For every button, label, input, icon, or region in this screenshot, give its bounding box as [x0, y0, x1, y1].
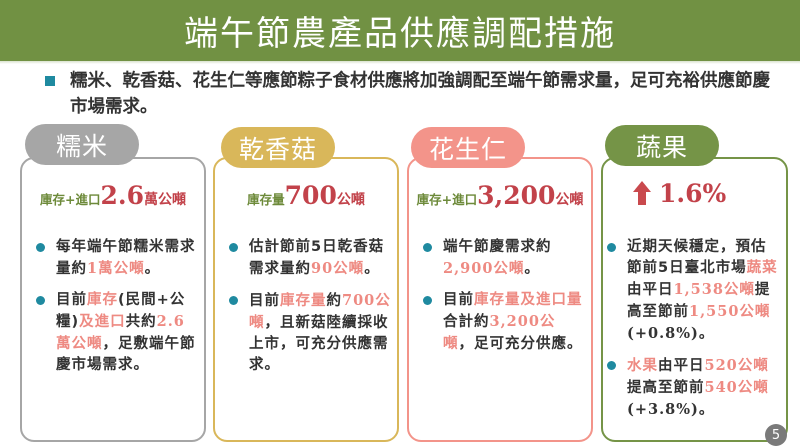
- bullet-item: 水果由平日520公噸提高至節前540公噸 (+3.8%)。: [605, 355, 780, 421]
- highlight-text: 庫存量: [280, 293, 327, 309]
- bullet-text: ，足可充分供應。: [458, 336, 583, 352]
- bullet-text: 。: [698, 326, 715, 342]
- highlight-text: 蔬菜: [746, 260, 778, 276]
- card-headline: 庫存+進口3,200公噸: [409, 181, 591, 210]
- highlight-text: 2,900公噸: [443, 260, 525, 277]
- headline-number: 3,200: [477, 181, 556, 210]
- headline-unit: 公噸: [336, 192, 365, 208]
- bullet-text: 約: [326, 293, 342, 309]
- bullet-text: 端午節慶需求約: [443, 239, 552, 255]
- bullet-text: 估計節前5日乾香菇需求量約: [249, 239, 385, 277]
- tab-peanut-kernel: 花生仁: [411, 127, 525, 168]
- bullet-text: 。: [698, 402, 715, 418]
- card-headline: 1.6%: [633, 179, 786, 208]
- bullet-list: 端午節慶需求約 2,900公噸。目前庫存量及進口量合計約3,200公噸，足可充分供…: [421, 237, 585, 365]
- card-headline: 庫存+進口2.6萬公噸: [22, 181, 204, 210]
- tab-dried-shiitake: 乾香菇: [221, 127, 335, 168]
- bullet-item: 端午節慶需求約 2,900公噸。: [421, 237, 585, 280]
- bullet-text: 提高至節前: [627, 282, 771, 320]
- bullet-text: 目前: [249, 293, 280, 309]
- headline-number: 2.6: [100, 181, 144, 210]
- bullet-text: 。: [524, 261, 540, 277]
- bullet-item: 目前庫存量及進口量合計約3,200公噸，足可充分供應。: [421, 290, 585, 355]
- bullet-text: (民間+公糧): [56, 292, 186, 330]
- bullet-text: 。: [364, 261, 380, 277]
- bullet-text: ，且新菇陸續採收上市，可充分供應需求。: [249, 315, 389, 373]
- bullet-text: 每年端午節糯米需求量約: [56, 239, 196, 277]
- headline-label: 庫存+進口: [416, 192, 478, 207]
- highlight-text: 520公噸: [704, 357, 769, 374]
- bullet-text: 由平日: [658, 358, 705, 374]
- highlight-text: 1萬公噸: [87, 260, 145, 277]
- highlight-text: 90公噸: [311, 260, 365, 277]
- intro-text: 糯米、乾香菇、花生仁等應節粽子食材供應將加強調配至端午節需求量，足可充裕供應節慶…: [70, 71, 770, 117]
- headline-unit: 公噸: [555, 192, 584, 208]
- card-headline: 庫存量700公噸: [215, 181, 397, 210]
- highlight-text: 1,550公噸: [689, 303, 771, 320]
- bullet-text: 目前: [443, 292, 474, 308]
- bullet-text: 共約: [125, 314, 157, 330]
- page-number-badge: 5: [765, 424, 787, 446]
- bullet-list: 每年端午節糯米需求量約1萬公噸。目前庫存(民間+公糧)及進口共約2.6萬公噸，足…: [34, 237, 198, 386]
- bullet-item: 目前庫存量約700公噸，且新菇陸續採收上市，可充分供應需求。: [227, 290, 391, 376]
- tab-vegetables-fruits: 蔬果: [605, 125, 719, 166]
- square-bullet-icon: [45, 76, 55, 86]
- headline-label: 庫存量: [247, 192, 285, 207]
- bullet-text: ，足敷端午節慶市場需求。: [56, 336, 196, 373]
- card-dried-shiitake: 乾香菇 庫存量700公噸 估計節前5日乾香菇需求量約90公噸。目前庫存量約700…: [213, 127, 399, 442]
- title-bar: 端午節農產品供應調配措施: [0, 0, 800, 61]
- bullet-item: 目前庫存(民間+公糧)及進口共約2.6萬公噸，足敷端午節慶市場需求。: [34, 290, 198, 376]
- highlight-text: 水果: [627, 358, 658, 374]
- bullet-text: 目前: [56, 292, 87, 308]
- card-peanut-kernel: 花生仁 庫存+進口3,200公噸 端午節慶需求約2,900公噸。目前庫存量及進口…: [407, 127, 593, 442]
- bullet-item: 每年端午節糯米需求量約1萬公噸。: [34, 237, 198, 280]
- bullet-list: 估計節前5日乾香菇需求量約90公噸。目前庫存量約700公噸，且新菇陸續採收上市，…: [227, 237, 391, 386]
- bullet-text: 提高至節前: [627, 380, 705, 396]
- highlight-text: 庫存: [87, 292, 118, 308]
- highlight-text: 及進口: [79, 314, 126, 330]
- card-vegetables-fruits: 蔬果 1.6% 近期天候穩定，預估節前5日臺北市場蔬菜由平日1,538公噸提高至…: [601, 125, 788, 442]
- highlight-text: 庫存量及進口量: [474, 292, 583, 308]
- highlight-text: 1,538公噸: [673, 281, 755, 298]
- bullet-text: (+3.8%): [627, 401, 699, 418]
- highlight-text: 2.6萬公噸: [56, 313, 185, 352]
- card-glutinous-rice: 糯米 庫存+進口2.6萬公噸 每年端午節糯米需求量約1萬公噸。目前庫存(民間+公…: [20, 124, 206, 442]
- intro-paragraph: 糯米、乾香菇、花生仁等應節粽子食材供應將加強調配至端午節需求量，足可充裕供應節慶…: [45, 68, 785, 120]
- bullet-text: 近期天候穩定，預估節前5日臺北市場: [627, 239, 767, 276]
- headline-label: 庫存+進口: [40, 192, 101, 207]
- bullet-text: 。: [144, 261, 161, 277]
- highlight-text: 540公噸: [704, 379, 769, 396]
- bullet-text: 合計約: [443, 314, 490, 330]
- bullet-item: 估計節前5日乾香菇需求量約90公噸。: [227, 237, 391, 280]
- highlight-text: 700公噸: [249, 292, 391, 331]
- arrow-up-icon: [633, 181, 651, 205]
- highlight-text: 3,200公噸: [443, 313, 556, 352]
- title-divider: [0, 61, 800, 64]
- bullet-text: 由平日: [627, 282, 674, 298]
- tab-glutinous-rice: 糯米: [25, 124, 139, 165]
- headline-number: 1.6%: [659, 179, 727, 208]
- headline-number: 700: [284, 181, 337, 210]
- bullet-text: (+0.8%): [627, 325, 699, 342]
- page-title: 端午節農產品供應調配措施: [184, 14, 616, 54]
- bullet-item: 近期天候穩定，預估節前5日臺北市場蔬菜由平日1,538公噸提高至節前1,550公…: [605, 237, 780, 345]
- bullet-list: 近期天候穩定，預估節前5日臺北市場蔬菜由平日1,538公噸提高至節前1,550公…: [605, 237, 780, 431]
- headline-unit: 萬公噸: [143, 192, 186, 208]
